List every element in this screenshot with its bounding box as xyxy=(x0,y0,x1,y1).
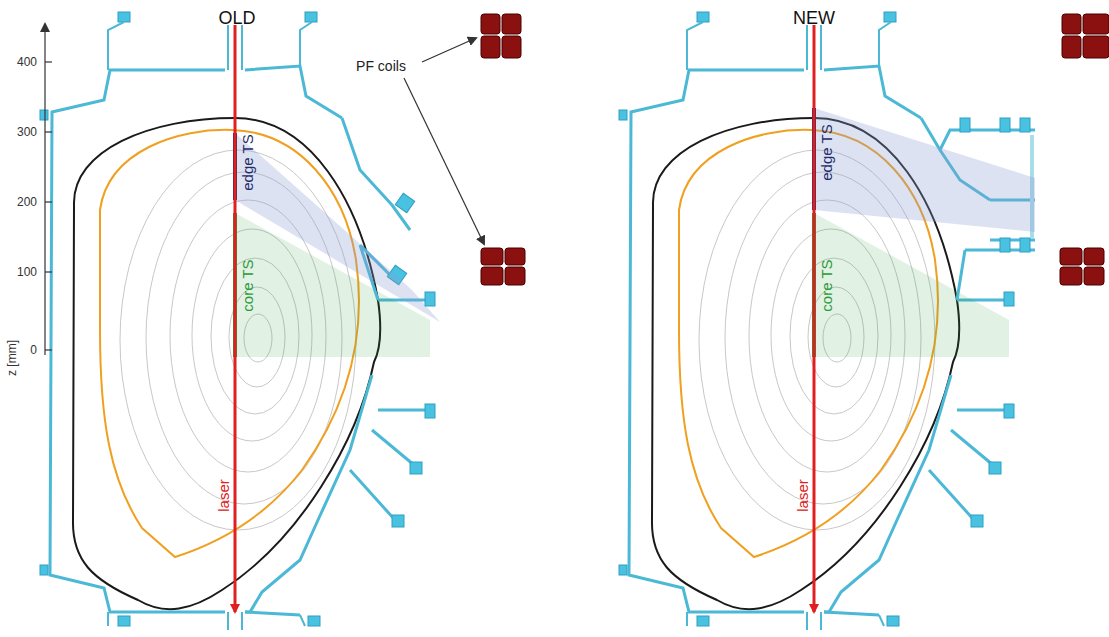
pf-coils xyxy=(1062,14,1081,34)
new-port-flange xyxy=(1020,118,1030,132)
pf-coil-leaders xyxy=(404,38,484,244)
old-port-flange xyxy=(395,193,414,212)
laser-label: laser xyxy=(215,479,230,512)
pf-coils xyxy=(505,248,525,265)
edge-ts-view xyxy=(235,133,440,322)
pf-coils xyxy=(481,14,500,34)
callout-label: PF coils xyxy=(356,59,406,73)
pf-coils xyxy=(481,36,500,58)
z-axis xyxy=(45,201,52,202)
z-axis xyxy=(45,349,52,350)
new-port-flange xyxy=(1000,118,1010,132)
z-axis xyxy=(45,131,52,132)
pf-coils xyxy=(505,267,525,285)
pf-coils xyxy=(502,36,521,58)
pf-coils xyxy=(1084,248,1104,265)
old-panel xyxy=(40,12,525,630)
pf-coils xyxy=(502,14,521,34)
panel-title: NEW xyxy=(793,9,835,27)
laser-beam xyxy=(813,25,816,612)
edge-ts-view xyxy=(814,108,1035,232)
core-ts-label: core TS xyxy=(240,259,255,311)
new-port-flange xyxy=(1000,238,1010,252)
pf-coils xyxy=(481,248,503,265)
panel-title: OLD xyxy=(218,9,255,27)
z-axis xyxy=(45,271,52,272)
axis-tick: 0 xyxy=(30,344,37,356)
pf-coil-leaders xyxy=(404,78,484,244)
pf-coils xyxy=(481,267,503,285)
pf-coils xyxy=(481,14,525,285)
laser-beam xyxy=(234,25,237,612)
old-port-flange xyxy=(387,193,414,284)
new-panel xyxy=(619,12,1014,630)
pf-coils xyxy=(1062,36,1081,58)
pf-coils xyxy=(1084,267,1104,285)
z-axis xyxy=(44,24,45,355)
pf-coils xyxy=(1083,36,1109,58)
old-panel xyxy=(40,12,435,630)
z-axis xyxy=(45,61,52,62)
edge-ts-label: edge TS xyxy=(240,134,255,190)
new-panel xyxy=(619,12,1109,630)
axis-tick: 400 xyxy=(17,56,37,68)
new-port-flange xyxy=(960,118,970,132)
axis-tick: 200 xyxy=(17,196,37,208)
axis-tick: 100 xyxy=(17,266,37,278)
pf-coils xyxy=(1060,267,1082,285)
edge-ts-label: edge TS xyxy=(819,124,834,180)
axis-label: z [mm] xyxy=(6,340,18,376)
pf-coil-leaders xyxy=(422,38,476,62)
core-ts-label: core TS xyxy=(819,259,834,311)
pf-coils xyxy=(1060,14,1109,285)
z-axis xyxy=(45,24,52,355)
pf-coils xyxy=(1083,14,1109,34)
laser-label: laser xyxy=(794,479,809,512)
pf-coils xyxy=(1060,248,1082,265)
axis-tick: 300 xyxy=(17,126,37,138)
new-port-flange xyxy=(1020,238,1030,252)
